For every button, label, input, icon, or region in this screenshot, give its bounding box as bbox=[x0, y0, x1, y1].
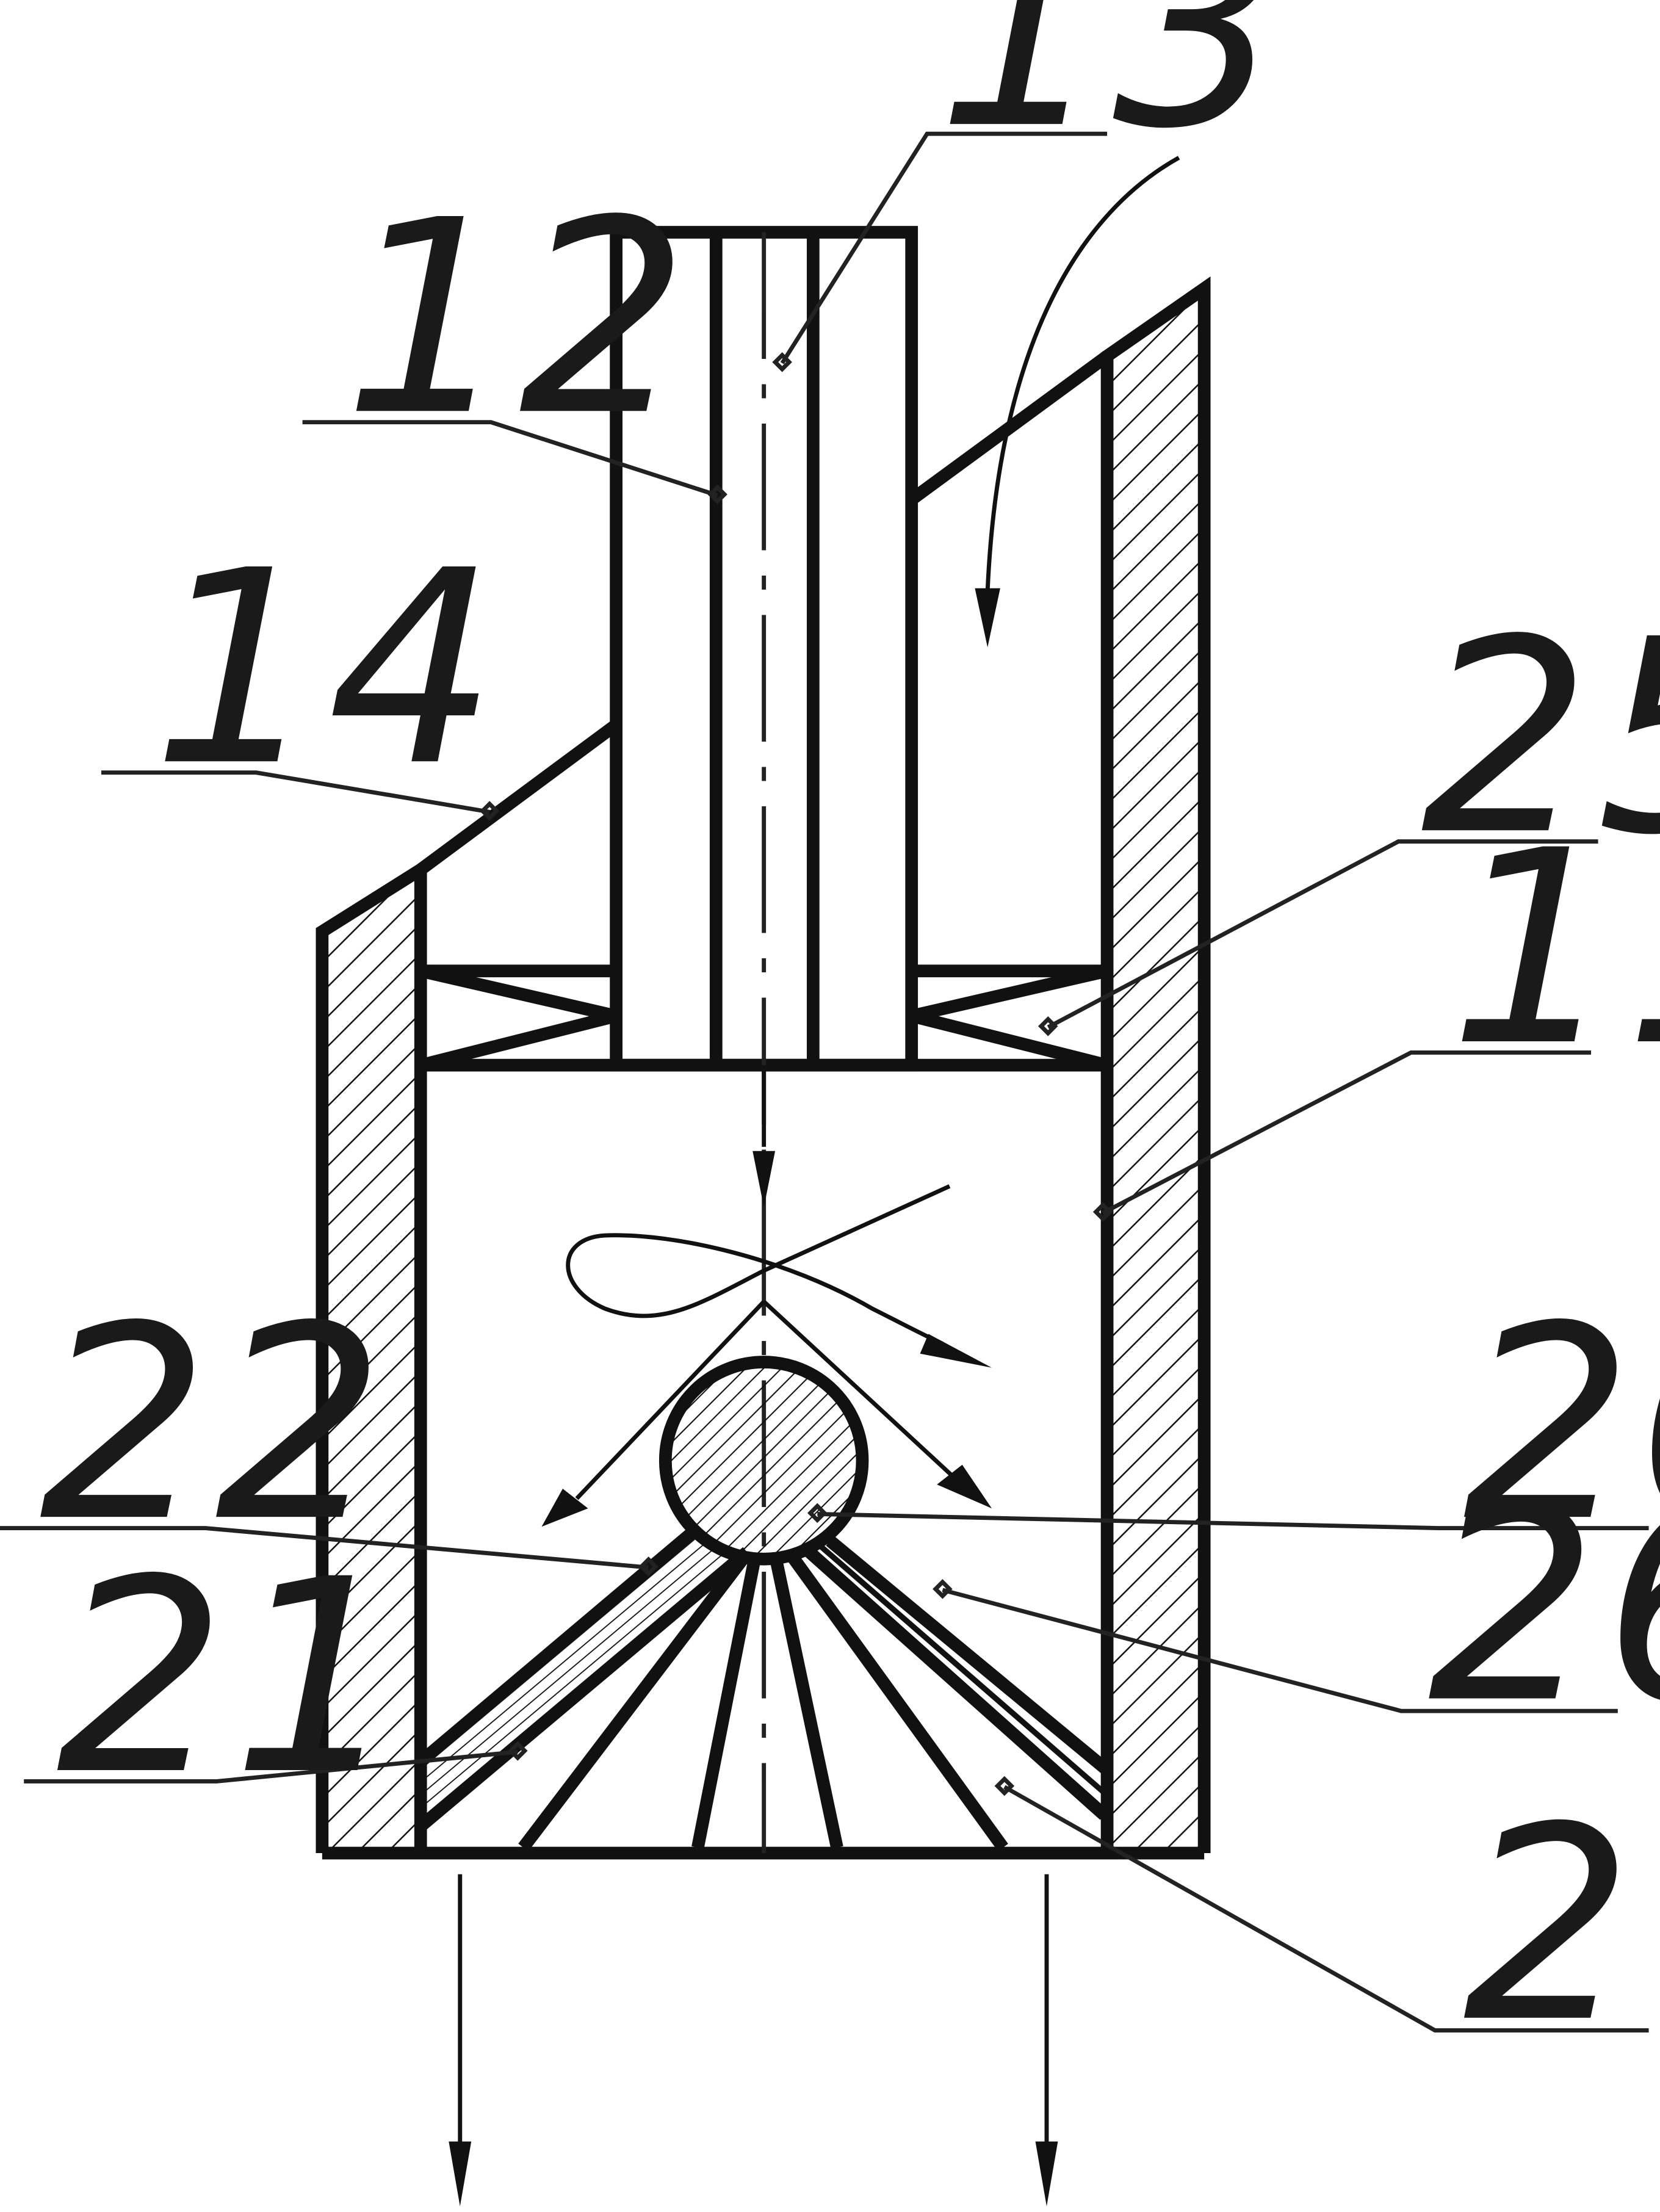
split-flow-arrows bbox=[541, 1299, 992, 1527]
housing-wall-left bbox=[316, 858, 427, 1853]
ref-14: 14 bbox=[152, 513, 503, 825]
inflow-arrow bbox=[975, 156, 1180, 648]
ref-11: 11 bbox=[1449, 793, 1660, 1105]
outflow-arrows bbox=[449, 1874, 1058, 2207]
ball-valve bbox=[659, 1356, 869, 1566]
ref-22: 22 bbox=[40, 1269, 391, 1580]
leader-lines bbox=[0, 131, 1649, 2033]
ref-27: 27 bbox=[1463, 1770, 1660, 2081]
ref-12: 12 bbox=[343, 163, 695, 474]
ref-13: 13 bbox=[937, 0, 1288, 187]
housing-wall-right bbox=[1100, 276, 1211, 1853]
deflector-plate bbox=[416, 1528, 751, 1832]
axial-flow-arrow bbox=[752, 1065, 776, 1207]
ref-26: 26 bbox=[1428, 1450, 1660, 1762]
ref-20: 20 bbox=[1463, 1269, 1660, 1580]
swirl-flow-arrow bbox=[566, 1184, 992, 1368]
ref-21: 21 bbox=[56, 1522, 408, 1834]
distributor-rays bbox=[518, 1536, 1111, 1852]
ref-25: 25 bbox=[1421, 582, 1660, 894]
